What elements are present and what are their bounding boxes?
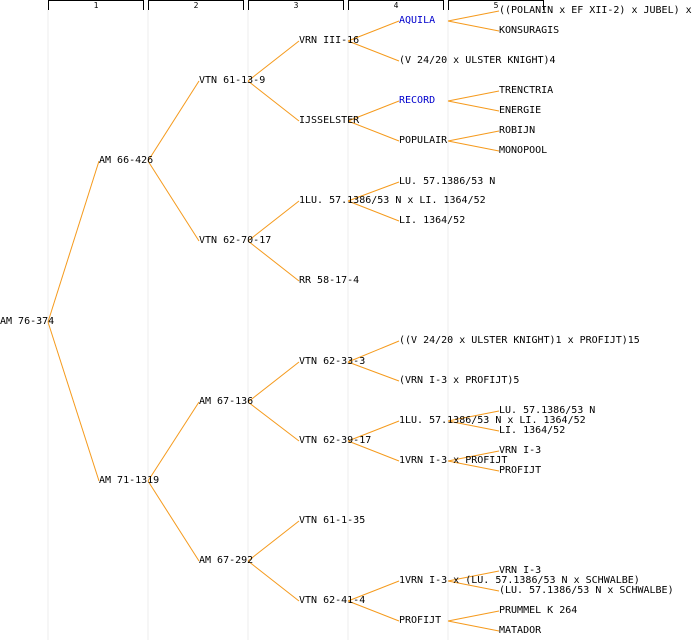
pedigree-node: PROFIJT	[399, 615, 442, 626]
pedigree-node: VTN 62-39-17	[299, 435, 372, 446]
pedigree-node: LU. 57.1386/53 N	[499, 405, 596, 416]
generation-number: 1	[93, 1, 99, 10]
generation-header-2: 2	[148, 0, 244, 10]
pedigree-node: MATADOR	[499, 625, 542, 636]
pedigree-link	[347, 200, 400, 222]
pedigree-node: VTN 62-70-17	[199, 235, 272, 246]
pedigree-link	[347, 580, 400, 602]
pedigree-node: TRENCTRIA	[499, 85, 554, 96]
pedigree-node[interactable]: RECORD	[399, 95, 436, 106]
pedigree-node: ((POLANIN x EF XII-2) x JUBEL) x	[499, 5, 692, 16]
pedigree-node: (LU. 57.1386/53 N x SCHWALBE)	[499, 585, 674, 596]
pedigree-link	[447, 130, 500, 142]
pedigree-node: AM 71-1319	[99, 475, 160, 486]
pedigree-node: 1LU. 57.1386/53 N x LI. 1364/52	[299, 195, 486, 206]
pedigree-link	[347, 340, 400, 363]
generation-header-3: 3	[248, 0, 344, 10]
pedigree-link	[147, 80, 200, 162]
pedigree-link	[347, 40, 400, 62]
generation-number: 3	[293, 1, 299, 10]
pedigree-link	[447, 580, 500, 592]
pedigree-node: 1VRN I-3 x (LU. 57.1386/53 N x SCHWALBE)	[399, 575, 640, 586]
generation-header-5: 5	[448, 0, 544, 10]
pedigree-link	[347, 120, 400, 142]
pedigree-link	[447, 140, 500, 152]
pedigree-link	[447, 620, 500, 632]
pedigree-link	[147, 160, 200, 242]
pedigree-node: KONSURAGIS	[499, 25, 560, 36]
pedigree-link	[247, 560, 300, 602]
pedigree-link	[347, 600, 400, 622]
pedigree-node: (V 24/20 x ULSTER KNIGHT)4	[399, 55, 556, 66]
pedigree-link	[347, 100, 400, 122]
pedigree-link	[447, 610, 500, 622]
pedigree-link	[447, 460, 500, 472]
generation-number: 4	[393, 1, 399, 10]
pedigree-link	[247, 200, 300, 242]
pedigree-link	[247, 80, 300, 122]
pedigree-node: VRN I-3	[499, 565, 542, 576]
pedigree-link	[147, 480, 200, 562]
pedigree-node: (VRN I-3 x PROFIJT)5	[399, 375, 520, 386]
pedigree-node: LI. 1364/52	[399, 215, 466, 226]
pedigree-node: POPULAIR	[399, 135, 448, 146]
pedigree-node: ROBIJN	[499, 125, 536, 136]
pedigree-link	[347, 420, 400, 442]
pedigree-node: VTN 61-1-35	[299, 515, 366, 526]
pedigree-link	[247, 361, 300, 403]
pedigree-link	[147, 401, 200, 482]
pedigree-node: LI. 1364/52	[499, 425, 566, 436]
pedigree-node: PRUMMEL K 264	[499, 605, 578, 616]
pedigree-link	[47, 160, 100, 323]
generation-header-1: 1	[48, 0, 144, 10]
pedigree-link	[447, 420, 500, 432]
pedigree-node: ENERGIE	[499, 105, 542, 116]
pedigree-link	[447, 570, 500, 582]
pedigree-link	[347, 20, 400, 42]
pedigree-node: 1LU. 57.1386/53 N x LI. 1364/52	[399, 415, 586, 426]
pedigree-node: AM 67-292	[199, 555, 254, 566]
generation-number: 5	[493, 1, 499, 10]
generation-number: 2	[193, 1, 199, 10]
pedigree-node: VTN 62-41-4	[299, 595, 366, 606]
pedigree-link	[47, 321, 100, 482]
pedigree-link	[247, 520, 300, 562]
pedigree-link	[447, 10, 500, 22]
pedigree-link	[347, 440, 400, 462]
pedigree-node: VTN 61-13-9	[199, 75, 266, 86]
pedigree-link	[247, 40, 300, 82]
generation-header-4: 4	[348, 0, 444, 10]
pedigree-link	[347, 181, 400, 202]
pedigree-link	[447, 20, 500, 32]
pedigree-link	[447, 100, 500, 112]
pedigree-link	[447, 410, 500, 422]
pedigree-node: 1VRN I-3 x PROFIJT	[399, 455, 508, 466]
pedigree-link	[347, 361, 400, 382]
pedigree-node: AM 66-426	[99, 155, 154, 166]
pedigree-node: RR 58-17-4	[299, 275, 360, 286]
pedigree-node: IJSSELSTER	[299, 115, 360, 126]
pedigree-node: PROFIJT	[499, 465, 542, 476]
pedigree-node: AM 76-374	[0, 316, 55, 327]
pedigree-node: VTN 62-33-3	[299, 356, 366, 367]
pedigree-node[interactable]: AQUILA	[399, 15, 436, 26]
pedigree-node: VRN III-16	[299, 35, 360, 46]
pedigree-node: LU. 57.1386/53 N	[399, 176, 496, 187]
pedigree-node: AM 67-136	[199, 396, 254, 407]
pedigree-link	[447, 450, 500, 462]
pedigree-node: MONOPOOL	[499, 145, 548, 156]
pedigree-link	[447, 90, 500, 102]
pedigree-link	[247, 401, 300, 442]
pedigree-link	[247, 240, 300, 282]
pedigree-node: ((V 24/20 x ULSTER KNIGHT)1 x PROFIJT)15	[399, 335, 640, 346]
pedigree-node: VRN I-3	[499, 445, 542, 456]
